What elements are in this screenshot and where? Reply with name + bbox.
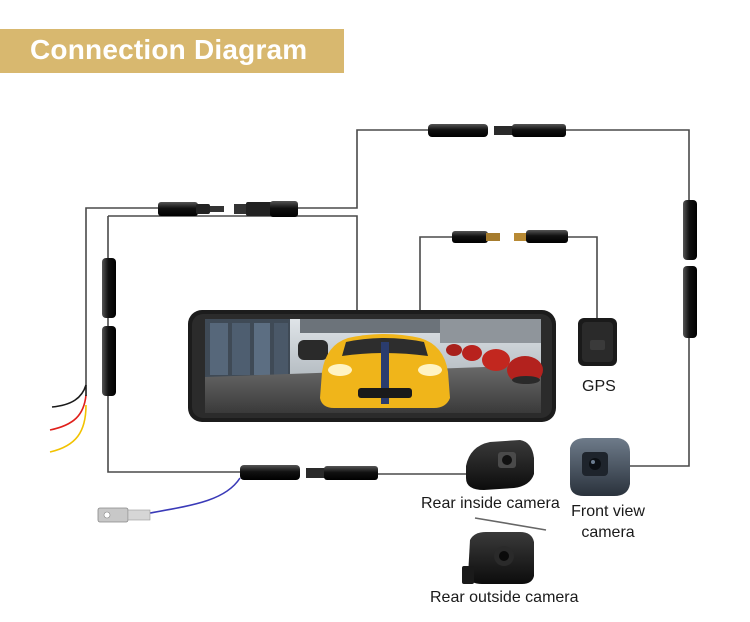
connector-right-vertical-top: [683, 200, 697, 260]
wire-yellow: [49, 404, 87, 453]
rearview-mirror: [188, 310, 556, 422]
wire-red: [49, 394, 87, 431]
title-banner: Connection Diagram: [0, 29, 344, 73]
connector-gps-male: [452, 231, 500, 243]
connector-left-male: [158, 202, 224, 216]
connector-top-female: [494, 124, 566, 137]
ring-terminal: [97, 507, 151, 523]
cable-gps-right: [568, 236, 598, 318]
connector-bottom-male: [240, 465, 300, 480]
gps-module: [578, 318, 617, 366]
connector-right-vertical-bottom: [683, 266, 697, 338]
cable-rear-outside: [474, 517, 547, 531]
power-wires: [49, 384, 241, 514]
connectors: [97, 124, 697, 523]
connector-left-female: [234, 201, 298, 217]
connector-bottom-female: [306, 466, 378, 480]
label-rear-inside-camera: Rear inside camera: [421, 495, 560, 512]
connector-top-male: [428, 124, 488, 137]
wire-blue: [149, 477, 241, 514]
label-front-view-camera: Front view camera: [571, 503, 645, 541]
cable-top-right: [566, 129, 690, 200]
label-gps: GPS: [582, 378, 616, 395]
front-view-camera: [570, 438, 630, 496]
connector-gps-female: [514, 230, 568, 243]
rear-outside-camera: [462, 532, 534, 584]
mirror-screen: [205, 319, 543, 413]
cable-front-down: [628, 338, 690, 467]
wire-black: [51, 384, 87, 408]
connector-left-vertical-top: [102, 258, 116, 318]
label-rear-outside-camera: Rear outside camera: [430, 589, 579, 606]
cable-left-inner: [108, 215, 358, 310]
diagram-title: Connection Diagram: [30, 34, 308, 65]
rear-inside-camera: [466, 440, 534, 490]
connector-left-vertical-bottom: [102, 326, 116, 396]
cable-left-loop: [85, 207, 160, 385]
cable-gps-left: [419, 236, 453, 310]
cable-left-bottom: [107, 396, 240, 473]
cable-top-loop: [298, 129, 428, 209]
